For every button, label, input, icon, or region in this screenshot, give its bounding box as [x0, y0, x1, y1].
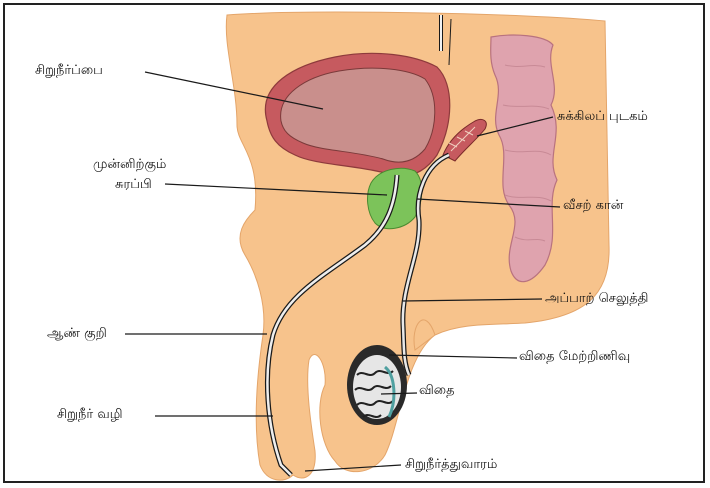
label-ejaculatory-duct: வீசற் கான் — [563, 198, 623, 214]
label-prostate-line1: முன்னிற்கும் — [93, 157, 166, 173]
label-prostate-line2: சுரப்பி — [115, 177, 152, 193]
label-penis: ஆண் குறி — [47, 326, 107, 342]
label-epididymis: விதை மேற்றிணிவு — [519, 349, 630, 365]
label-urethra: சிறுநீர் வழி — [57, 407, 123, 423]
label-vas-deferens: அப்பாற் செலுத்தி — [545, 291, 648, 307]
label-testis: விதை — [419, 383, 455, 399]
label-bladder: சிறுநீர்ப்பை — [35, 63, 103, 79]
diagram-frame: சிறுநீர்ப்பை சுக்கிலப் புடகம் முன்னிற்கு… — [3, 3, 705, 483]
testis — [347, 345, 407, 425]
label-seminal-vesicle: சுக்கிலப் புடகம் — [557, 109, 648, 125]
label-urethral-opening: சிறுநீர்த்துவாரம் — [405, 457, 497, 473]
